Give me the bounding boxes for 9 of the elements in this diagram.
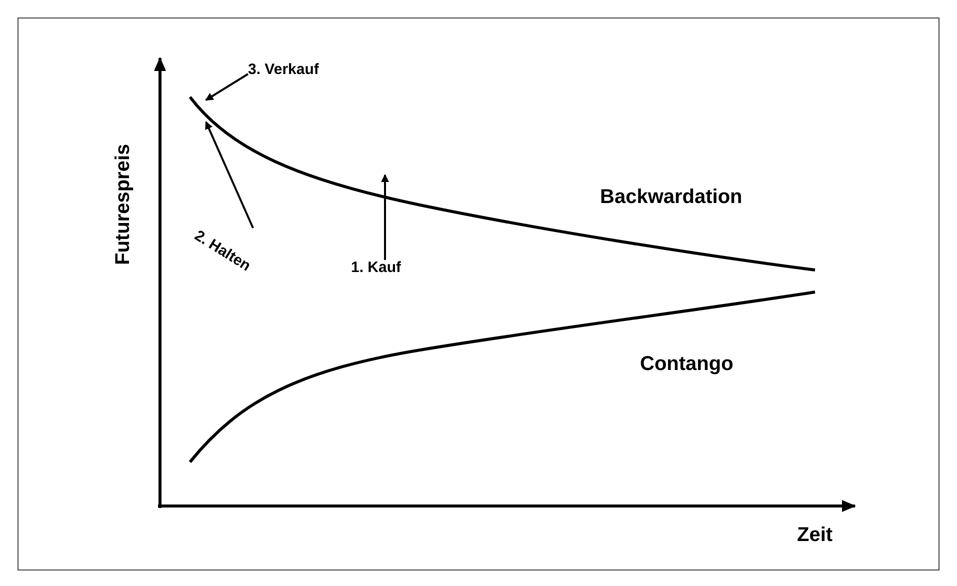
axis-title: Zeit bbox=[797, 524, 833, 546]
axis-title: Futurespreis bbox=[112, 144, 134, 265]
curve-label: Contango bbox=[640, 353, 734, 375]
annotation-text: 3. Verkauf bbox=[248, 62, 319, 78]
arrow bbox=[381, 174, 389, 260]
arrow bbox=[205, 121, 254, 228]
arrow bbox=[205, 73, 249, 101]
annotation-text: 1. Kauf bbox=[351, 260, 402, 276]
curve-label: Backwardation bbox=[600, 186, 742, 208]
